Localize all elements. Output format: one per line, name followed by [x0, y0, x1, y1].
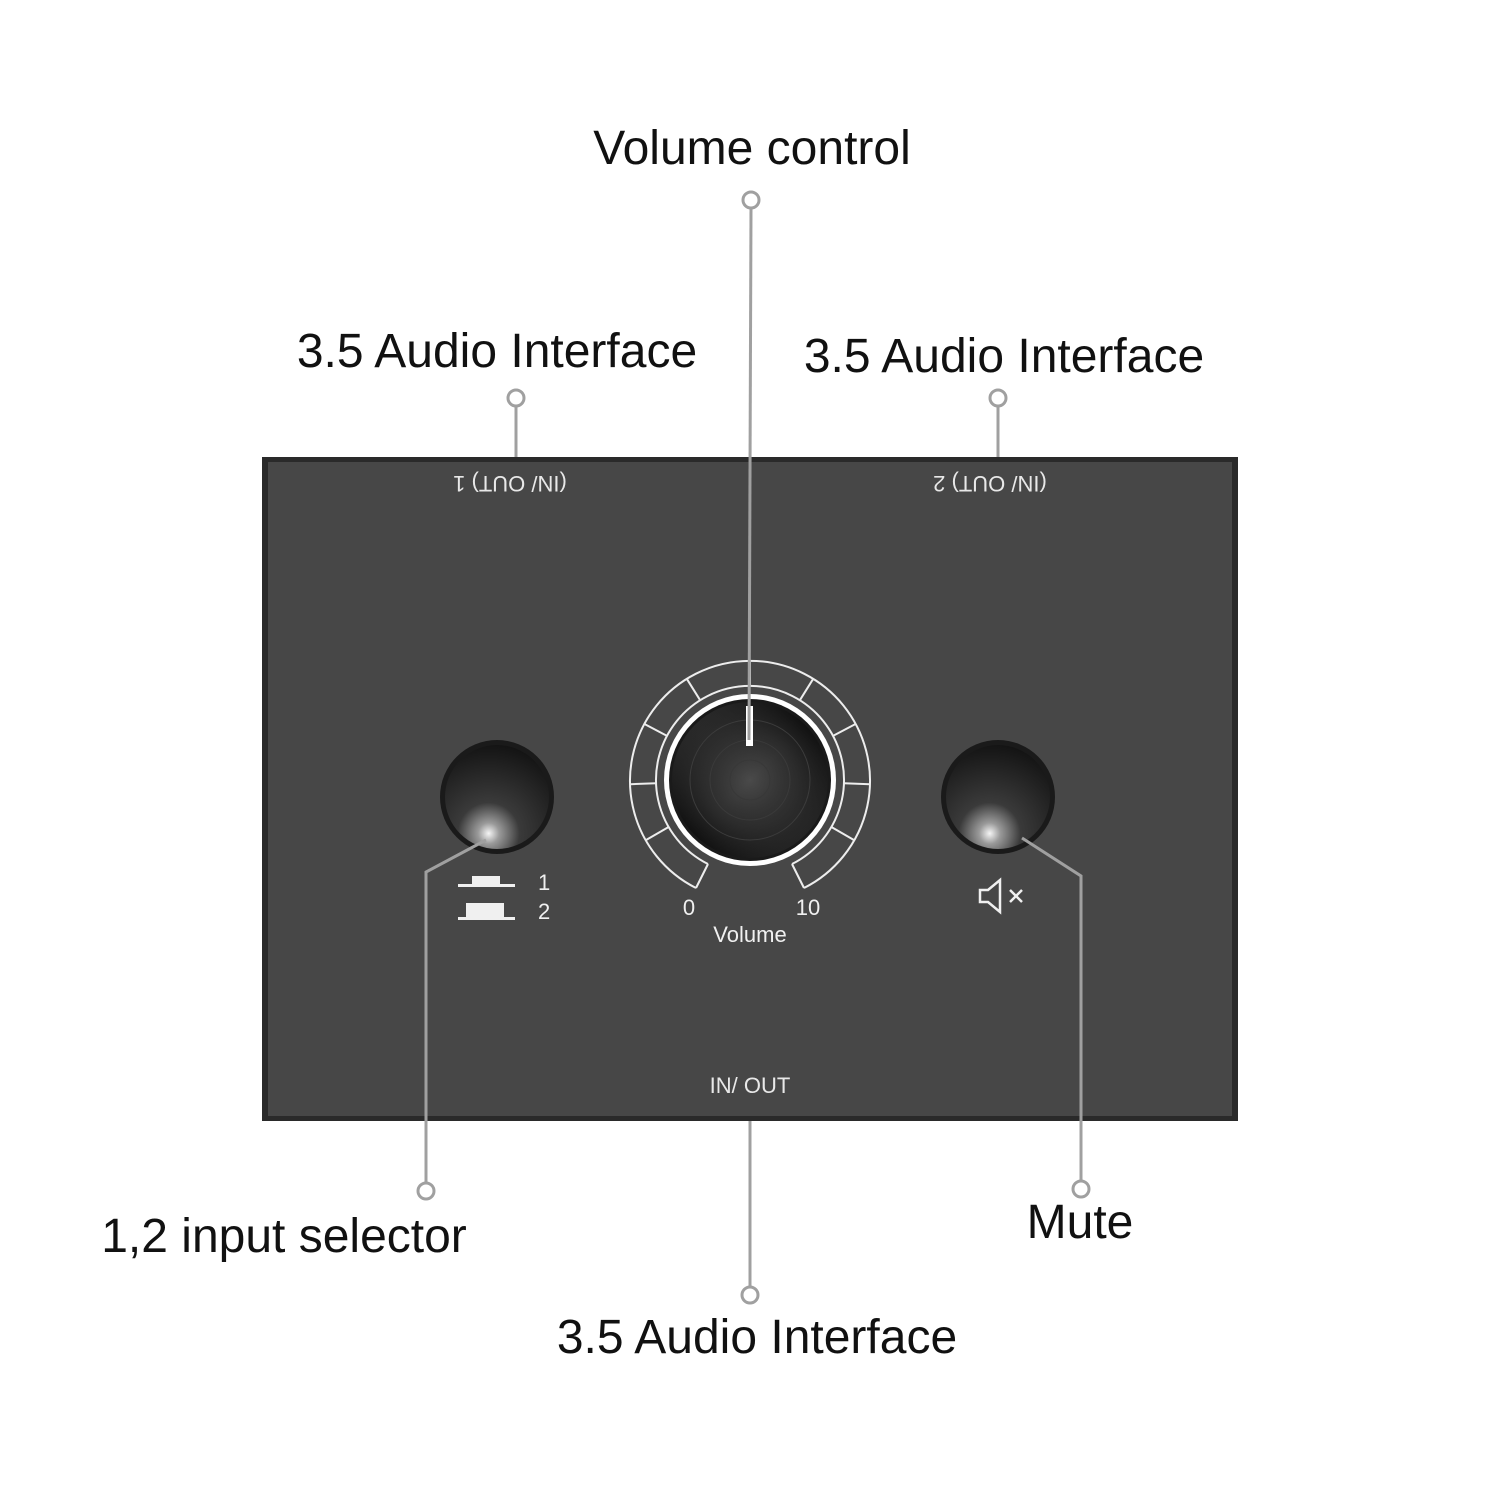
leader-volume-control [747, 207, 753, 741]
port-label-2: (IN/ OUT) 2 [933, 471, 1047, 496]
speaker-mute-icon [978, 877, 1023, 915]
input-selector-button[interactable] [440, 740, 554, 854]
volume-scale-tick [685, 677, 702, 701]
port-label-1: (IN/ OUT) 1 [453, 471, 567, 496]
dot-mute [1071, 1179, 1091, 1199]
leader-mute [1021, 836, 1083, 1181]
input-selector-icon [458, 876, 515, 920]
callout-input-selector: 1,2 input selector [101, 1210, 467, 1263]
callout-mute: Mute [1027, 1196, 1134, 1249]
callout-audio-interface-right: 3.5 Audio Interface [804, 330, 1204, 383]
dot-audio-right [988, 388, 1008, 408]
dot-input-selector [416, 1181, 436, 1201]
callout-audio-interface-bottom: 3.5 Audio Interface [557, 1311, 957, 1364]
volume-scale-tick [643, 722, 668, 737]
callout-volume-control: Volume control [593, 122, 911, 175]
volume-min-label: 0 [683, 895, 695, 920]
mute-button[interactable] [941, 740, 1055, 854]
callout-audio-interface-left: 3.5 Audio Interface [297, 325, 697, 378]
dot-volume-control [741, 190, 761, 210]
volume-scale-tick [843, 782, 870, 786]
volume-scale-tick [645, 826, 670, 841]
volume-scale-tick [798, 677, 815, 701]
leader-input-selector [424, 838, 487, 1183]
port-label-bottom: IN/ OUT [710, 1073, 791, 1098]
dot-audio-left [506, 388, 526, 408]
selector-position-1: 1 [538, 870, 550, 895]
volume-scale-tick [832, 722, 857, 737]
volume-scale-tick [830, 826, 855, 841]
selector-position-2: 2 [538, 899, 550, 924]
volume-max-label: 10 [796, 895, 820, 920]
dot-audio-bottom [740, 1285, 760, 1305]
volume-scale-tick [630, 782, 657, 786]
leader-lines [424, 207, 1083, 1286]
volume-label: Volume [713, 922, 786, 947]
